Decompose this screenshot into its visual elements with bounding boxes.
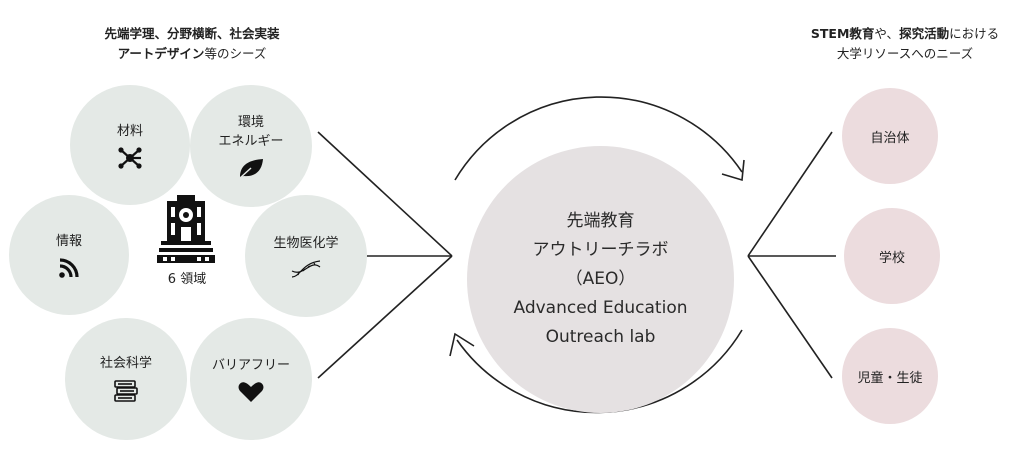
center-title-line1: 先端教育 — [566, 211, 635, 231]
heart-icon — [238, 381, 264, 403]
domain-barrier-free: バリアフリー — [190, 318, 312, 440]
left-caption-line1: 先端学理、分野横断、社会実装 — [104, 26, 280, 41]
center-title-line3: （AEO） — [565, 269, 636, 289]
books-icon — [112, 379, 140, 405]
target-label: 児童・生徒 — [857, 370, 923, 386]
cycle-arrow-bottom-head — [449, 332, 475, 357]
six-domains-label: 6 領域 — [167, 272, 207, 287]
right-caption-niokeru: における — [949, 26, 1000, 41]
domain-label: 環境 エネルギー — [218, 115, 284, 149]
connector-line-right-bottom — [747, 255, 833, 379]
target-label: 学校 — [878, 250, 905, 266]
domain-label: 情報 — [55, 233, 82, 249]
domain-label: 生物医化学 — [273, 235, 339, 251]
target-school: 学校 — [844, 208, 940, 304]
connector-line-bottom — [317, 255, 453, 379]
domain-environment-energy: 環境 エネルギー — [190, 85, 312, 207]
right-caption-inquiry: 探究活動 — [899, 26, 950, 41]
target-municipality: 自治体 — [842, 88, 938, 184]
right-caption-line2: 大学リソースへのニーズ — [836, 46, 974, 61]
domain-label: 社会科学 — [99, 355, 152, 371]
connector-line-right-top — [747, 131, 833, 257]
cycle-arrow-top-head — [721, 159, 745, 182]
cycle-arrow-top — [454, 96, 743, 181]
aeo-center-circle: 先端教育 アウトリーチラボ （AEO） Advanced Education O… — [467, 146, 734, 413]
domain-label: 材料 — [116, 123, 143, 139]
center-title-line2: アウトリーチラボ — [532, 240, 669, 260]
right-caption-stem: STEM教育 — [810, 26, 875, 41]
leaf-icon — [237, 157, 265, 179]
domain-social-science: 社会科学 — [65, 318, 187, 440]
connector-line-top — [317, 131, 453, 257]
target-label: 自治体 — [870, 130, 910, 146]
left-caption-line2-rest: 等のシーズ — [204, 46, 267, 61]
left-caption: 先端学理、分野横断、社会実装 アートデザイン等のシーズ — [70, 24, 314, 64]
university-tower-icon — [155, 193, 217, 265]
right-caption-ya: や、 — [874, 26, 900, 41]
dna-icon — [290, 259, 322, 279]
domain-biomedical-chemistry: 生物医化学 — [245, 195, 367, 317]
center-title-line4: Advanced Education — [513, 298, 688, 318]
wifi-signal-icon — [58, 257, 80, 279]
right-caption: STEM教育や、探究活動における 大学リソースへのニーズ — [790, 24, 1020, 64]
target-students: 児童・生徒 — [842, 328, 938, 424]
domain-label: バリアフリー — [211, 357, 290, 373]
network-molecule-icon — [117, 146, 143, 169]
center-title-line5: Outreach lab — [545, 327, 656, 347]
domain-materials: 材料 — [70, 85, 190, 205]
left-caption-line2-bold: アートデザイン — [117, 46, 205, 61]
domain-information: 情報 — [9, 195, 129, 315]
